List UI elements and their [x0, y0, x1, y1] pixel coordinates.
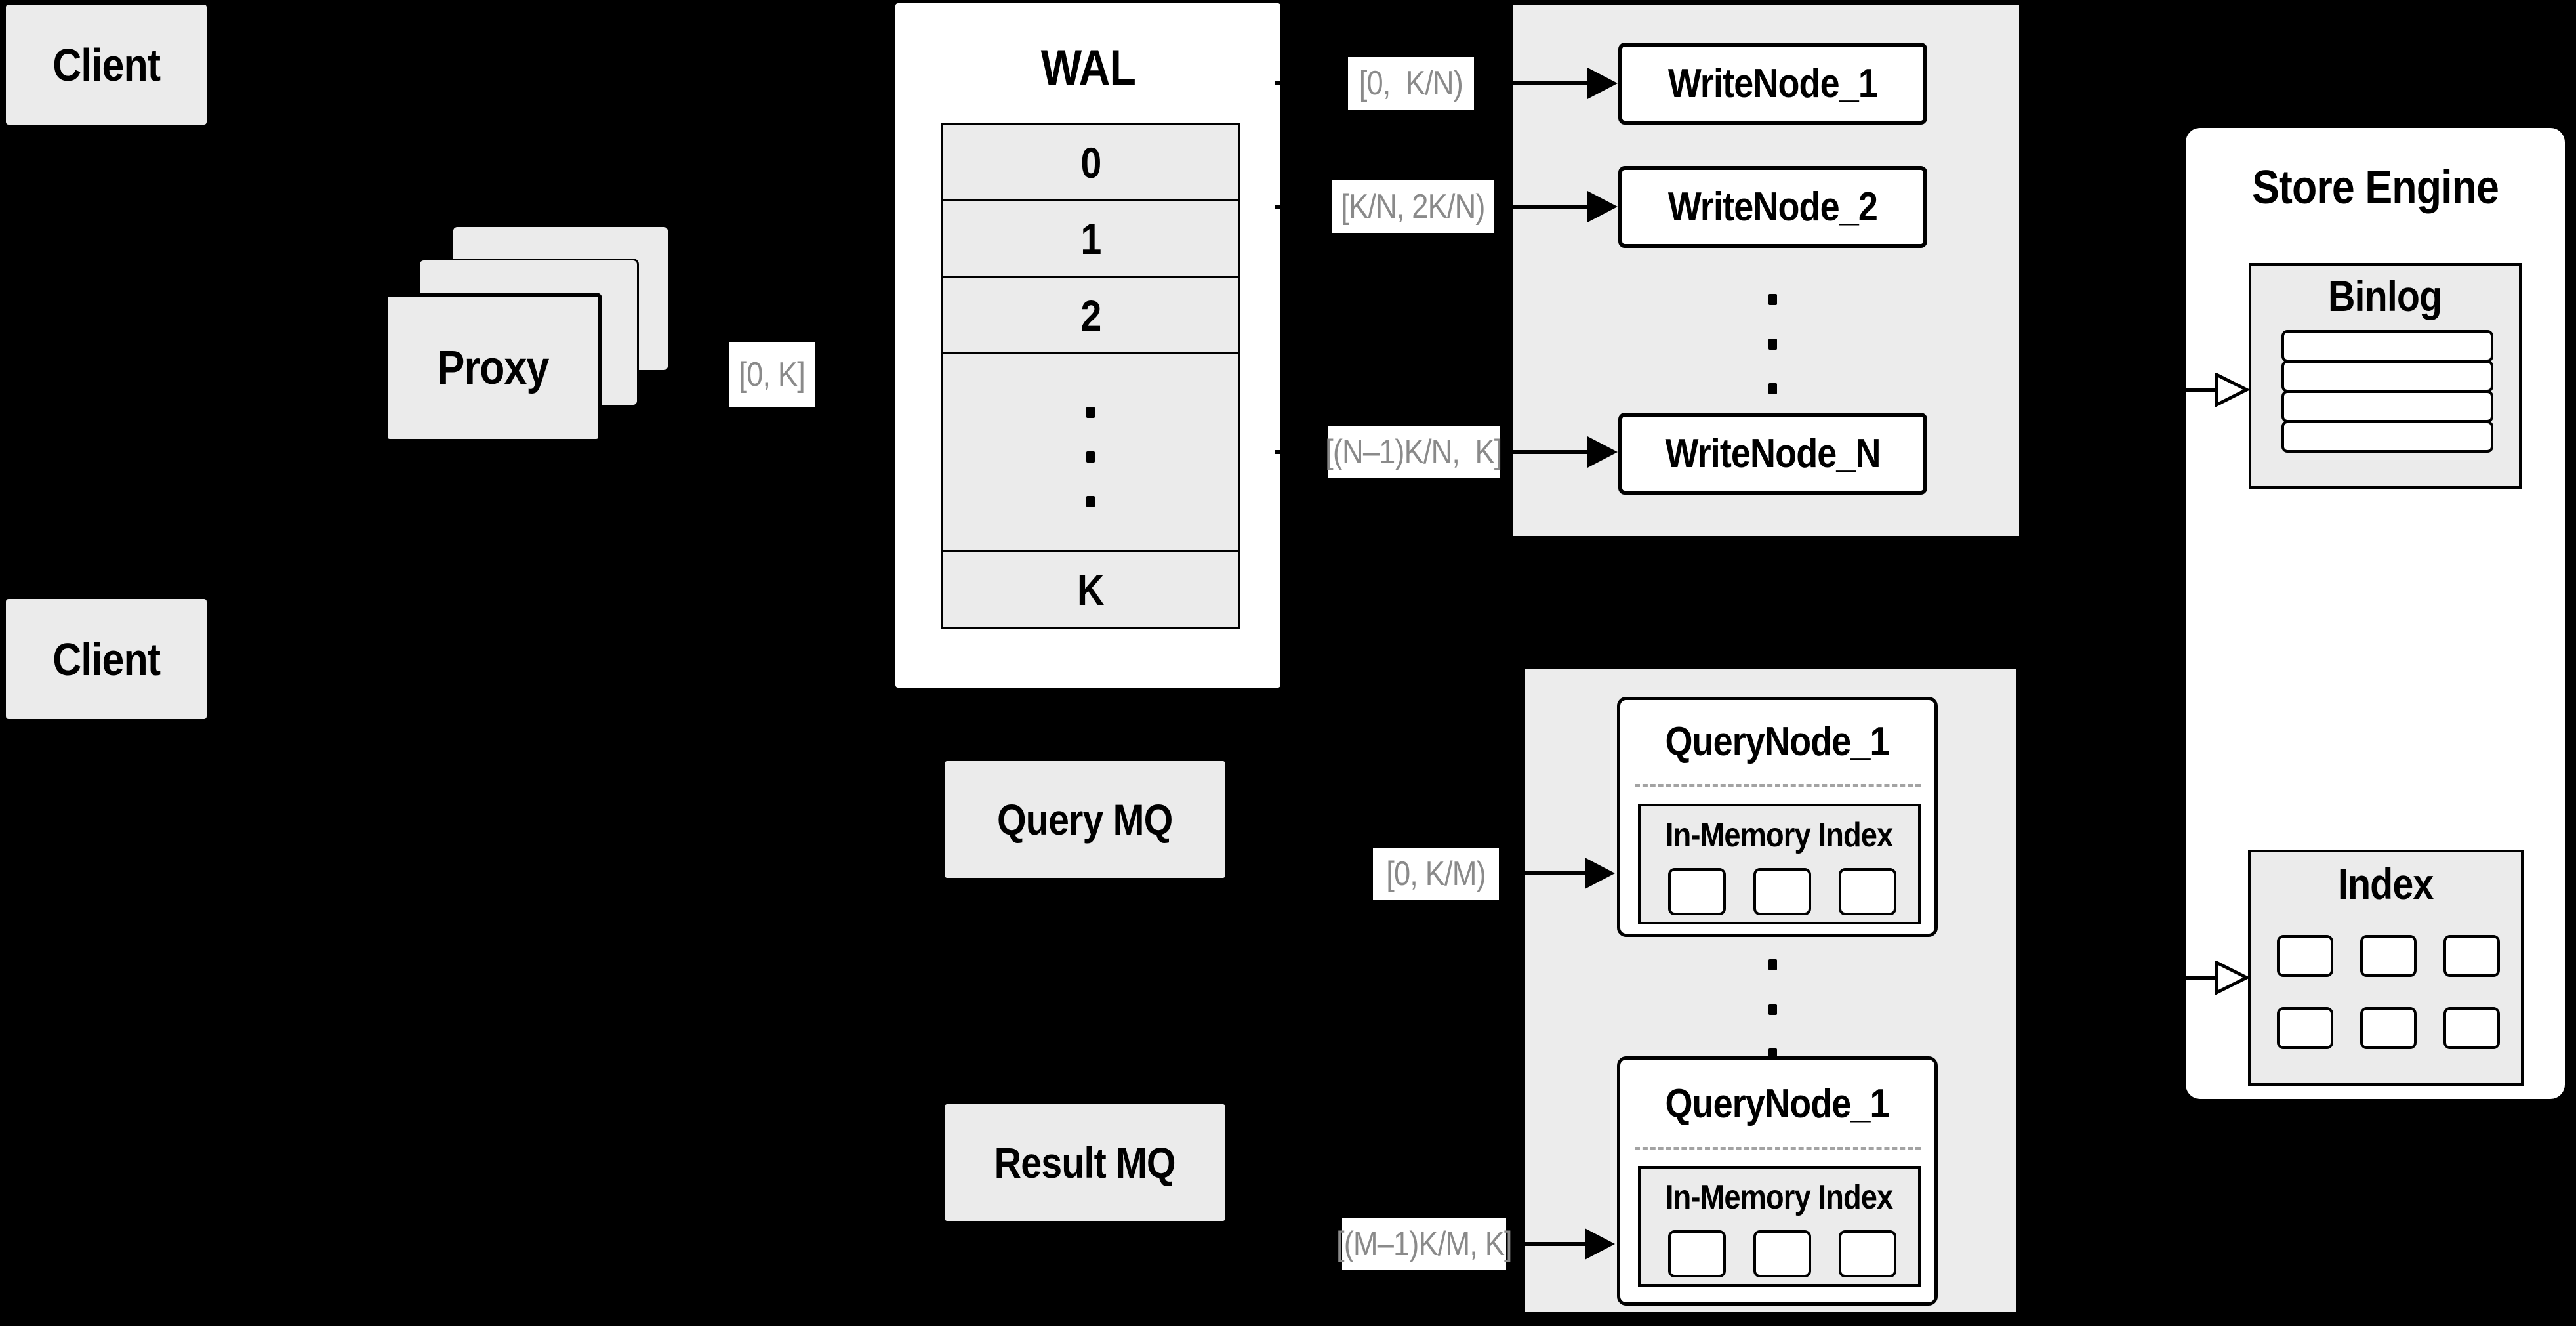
- wal-table: 0 1 2 K: [941, 123, 1240, 629]
- divider-dashed: [1635, 784, 1921, 787]
- ellipsis-dot: [1768, 339, 1777, 350]
- index-title: Index: [2251, 859, 2521, 909]
- arrow-head-open-binlog: [2215, 373, 2249, 407]
- memory-slot: [1753, 1230, 1811, 1277]
- store-engine-box: Store Engine Binlog Index: [2186, 128, 2565, 1099]
- range-label-write1: [0, K/N): [1348, 57, 1474, 110]
- query-mq-box: Query MQ: [945, 761, 1225, 878]
- ellipsis-dot: [1768, 294, 1777, 305]
- arrow-head-write2: [1587, 191, 1618, 222]
- store-engine-title: Store Engine: [2186, 161, 2565, 215]
- ellipsis-dot: [1768, 959, 1777, 970]
- binlog-title: Binlog: [2251, 271, 2519, 321]
- client-bottom-box: Client: [6, 599, 207, 719]
- in-memory-index-bottom-title: In-Memory Index: [1641, 1178, 1918, 1217]
- binlog-row: [2281, 390, 2493, 423]
- result-mq-box: Result MQ: [945, 1104, 1225, 1221]
- index-slot: [2443, 1007, 2500, 1049]
- wal-row: 2: [943, 276, 1238, 352]
- wal-box: WAL 0 1 2 K: [895, 3, 1280, 688]
- arrow-line-index: [2018, 976, 2217, 980]
- in-memory-index-bottom: In-Memory Index: [1638, 1166, 1921, 1287]
- index-slot: [2277, 935, 2333, 977]
- query-node-top-title-text: QueryNode_1: [1665, 719, 1890, 764]
- index-box: Index: [2248, 850, 2524, 1086]
- wal-row-label: K: [1077, 566, 1104, 614]
- binlog-row: [2281, 421, 2493, 453]
- query-node-top: QueryNode_1 In-Memory Index: [1617, 697, 1938, 937]
- arrow-head-queryM: [1585, 1228, 1615, 1260]
- range-label-write2-text: [K/N, 2K/N): [1341, 188, 1485, 226]
- wal-row: K: [943, 550, 1238, 627]
- in-memory-index-top-text: In-Memory Index: [1666, 816, 1893, 854]
- range-label-query1: [0, K/M): [1373, 848, 1499, 900]
- index-title-text: Index: [2338, 860, 2434, 908]
- memory-slot: [1839, 868, 1896, 915]
- ellipsis-dot: [1768, 383, 1777, 394]
- write-node-2: WriteNode_2: [1618, 166, 1927, 248]
- index-slot: [2277, 1007, 2333, 1049]
- wal-row-label: 2: [1080, 291, 1101, 340]
- memory-slot: [1668, 1230, 1726, 1277]
- wal-row-label: 0: [1080, 138, 1101, 187]
- ellipsis-dot: [1768, 1004, 1777, 1015]
- query-mq-label: Query MQ: [997, 795, 1173, 844]
- wal-row: 0: [943, 125, 1238, 199]
- client-bottom-label: Client: [52, 633, 161, 685]
- ellipsis-dot: [1086, 496, 1095, 507]
- binlog-row: [2281, 330, 2493, 362]
- query-node-bottom-title-text: QueryNode_1: [1665, 1081, 1890, 1127]
- range-label-query1-text: [0, K/M): [1386, 855, 1486, 893]
- binlog-box: Binlog: [2249, 263, 2522, 489]
- wal-title: WAL: [895, 39, 1280, 96]
- arrow-line-binlog: [2021, 388, 2217, 392]
- arrow-head-write1: [1587, 68, 1618, 99]
- index-slot: [2360, 935, 2417, 977]
- binlog-title-text: Binlog: [2328, 272, 2442, 320]
- proxy-card-front: Proxy: [384, 293, 602, 443]
- range-label-write1-text: [0, K/N): [1359, 64, 1463, 102]
- write-node-1: WriteNode_1: [1618, 43, 1927, 125]
- write-node-n-label: WriteNode_N: [1665, 431, 1881, 476]
- binlog-row: [2281, 360, 2493, 392]
- arrow-head-writeN: [1587, 436, 1618, 468]
- query-node-bottom-title: QueryNode_1: [1620, 1081, 1934, 1127]
- store-engine-title-text: Store Engine: [2252, 161, 2499, 214]
- memory-slot: [1753, 868, 1811, 915]
- result-mq-label: Result MQ: [994, 1138, 1176, 1187]
- write-node-n: WriteNode_N: [1618, 413, 1927, 495]
- index-slot: [2443, 935, 2500, 977]
- range-label-proxy-out: [0, K]: [729, 342, 815, 407]
- client-top-box: Client: [6, 5, 207, 125]
- range-label-write2: [K/N, 2K/N): [1332, 180, 1494, 233]
- range-label-queryM-text: [(M–1)K/M, K]: [1336, 1225, 1513, 1263]
- range-label-proxy-out-text: [0, K]: [739, 356, 806, 394]
- wal-title-text: WAL: [1040, 40, 1135, 96]
- in-memory-index-top-title: In-Memory Index: [1641, 816, 1918, 855]
- range-label-writeN: [(N–1)K/N, K]: [1325, 426, 1503, 478]
- binlog-rows: [2281, 330, 2493, 453]
- write-node-1-label: WriteNode_1: [1667, 61, 1878, 106]
- arrow-head-query1: [1585, 858, 1615, 889]
- arrow-head-open-index: [2215, 961, 2249, 995]
- memory-slot: [1668, 868, 1726, 915]
- query-node-bottom: QueryNode_1 In-Memory Index: [1617, 1056, 1938, 1306]
- write-node-2-label: WriteNode_2: [1667, 184, 1878, 230]
- in-memory-index-top: In-Memory Index: [1638, 804, 1921, 924]
- memory-slot: [1839, 1230, 1896, 1277]
- range-label-writeN-text: [(N–1)K/N, K]: [1325, 433, 1502, 471]
- ellipsis-dot: [1086, 451, 1095, 463]
- in-memory-index-bottom-text: In-Memory Index: [1666, 1178, 1893, 1216]
- wal-row-label: 1: [1080, 215, 1101, 263]
- index-slot: [2360, 1007, 2417, 1049]
- ellipsis-dot: [1086, 407, 1095, 418]
- proxy-label: Proxy: [437, 341, 550, 394]
- wal-row-ellipsis: [943, 352, 1238, 550]
- range-label-queryM: [(M–1)K/M, K]: [1336, 1218, 1513, 1270]
- divider-dashed: [1635, 1147, 1921, 1150]
- wal-row: 1: [943, 199, 1238, 276]
- client-top-label: Client: [52, 39, 161, 91]
- query-node-top-title: QueryNode_1: [1620, 718, 1934, 765]
